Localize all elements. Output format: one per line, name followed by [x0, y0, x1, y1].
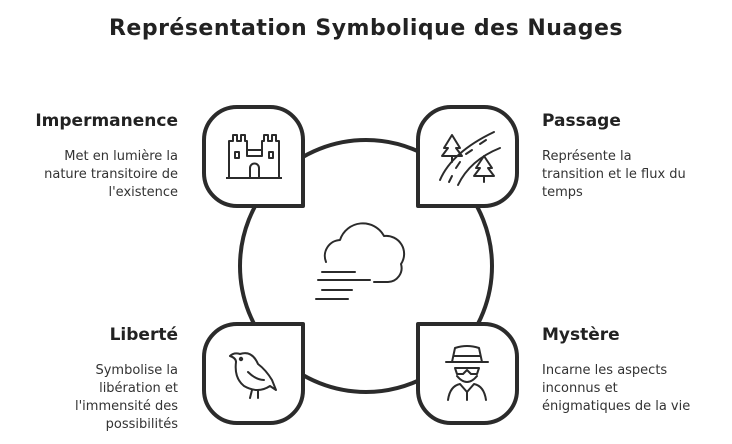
bird-icon [229, 352, 277, 399]
page-title: Représentation Symbolique des Nuages [108, 16, 624, 41]
desc-line: possibilités [105, 417, 178, 432]
petal-mystere [416, 322, 519, 425]
heading-liberte: Liberté [109, 325, 178, 345]
desc-line: l'existence [108, 185, 178, 200]
desc-line: l'immensité des [75, 399, 178, 414]
heading-impermanence: Impermanence [35, 111, 178, 131]
desc-line: inconnus et [542, 381, 618, 396]
desc-liberte: Symbolise la libération et l'immensité d… [75, 362, 178, 434]
desc-mystere: Incarne les aspects inconnus et énigmati… [542, 362, 690, 416]
desc-line: Représente la [542, 149, 632, 164]
petal-liberte [202, 322, 305, 425]
desc-line: libération et [99, 381, 178, 396]
desc-line: Met en lumière la [64, 149, 178, 164]
desc-line: Incarne les aspects [542, 363, 668, 378]
detective-icon [445, 345, 489, 401]
heading-passage: Passage [542, 111, 621, 131]
desc-impermanence: Met en lumière la nature transitoire de … [44, 148, 178, 202]
cloud-icon [315, 222, 406, 300]
desc-line: Symbolise la [95, 363, 178, 378]
desc-line: temps [542, 185, 583, 200]
desc-line: nature transitoire de [44, 167, 178, 182]
road-trees-icon [439, 131, 501, 186]
desc-line: énigmatiques de la vie [542, 399, 691, 414]
desc-passage: Représente la transition et le flux du t… [542, 148, 686, 202]
heading-mystere: Mystère [542, 325, 620, 345]
desc-line: transition et le flux du [542, 167, 686, 182]
petal-passage [416, 105, 519, 208]
castle-icon [226, 134, 282, 179]
